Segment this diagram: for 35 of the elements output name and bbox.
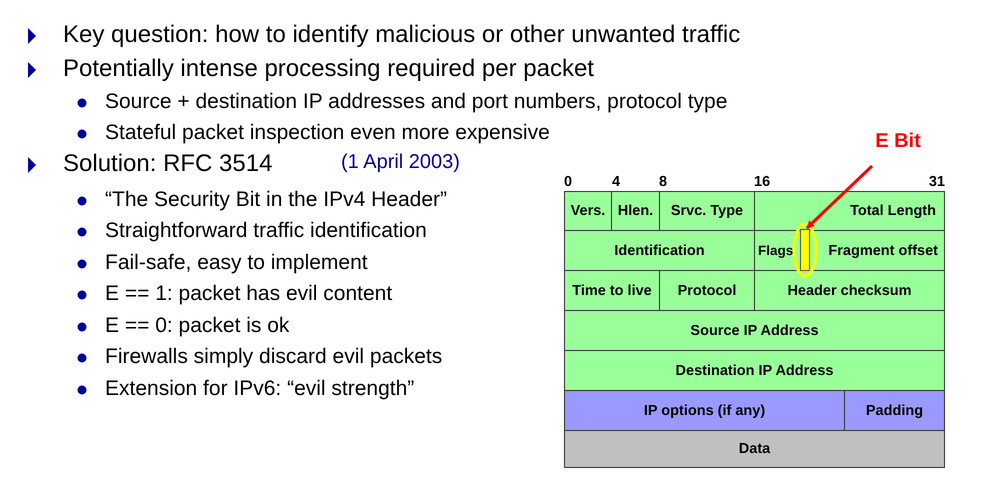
bullet-text: Straightforward traffic identification bbox=[105, 220, 427, 241]
header-field: Vers. bbox=[564, 191, 612, 231]
header-field: Source IP Address bbox=[564, 310, 945, 351]
bullet-text: Extension for IPv6: “evil strength” bbox=[105, 378, 414, 399]
header-field: IP options (if any) bbox=[564, 390, 845, 431]
header-field: Time to live bbox=[564, 270, 660, 311]
bullet-text: Fail-safe, easy to implement bbox=[105, 252, 368, 273]
arrow bbox=[806, 164, 874, 230]
bit-number: 16 bbox=[754, 175, 770, 190]
header-field: Total Length bbox=[754, 191, 945, 231]
header-field: Header checksum bbox=[754, 270, 945, 311]
bit-number: 0 bbox=[564, 175, 572, 190]
bit-number: 4 bbox=[612, 175, 620, 190]
bullet-text: E == 1: packet has evil content bbox=[105, 283, 392, 304]
bullet-text: Stateful packet inspection even more expensive bbox=[105, 122, 550, 143]
header-field: Hlen. bbox=[611, 191, 660, 231]
header-field: Data bbox=[564, 430, 945, 468]
header-field: Protocol bbox=[659, 270, 755, 311]
header-field: Identification bbox=[564, 230, 755, 271]
bullet-text: E == 0: packet is ok bbox=[105, 315, 290, 336]
bullet-text: Potentially intense processing required per packet bbox=[63, 57, 594, 81]
bullet-text: Key question: how to identify malicious or other unwanted traffic bbox=[63, 23, 740, 47]
bullet-text: Solution: RFC 3514 bbox=[63, 152, 272, 176]
bar-marker bbox=[800, 229, 810, 271]
header-field: Padding bbox=[844, 390, 945, 431]
bullet-text: “The Security Bit in the IPv4 Header” bbox=[105, 189, 447, 210]
header-field: Srvc. Type bbox=[659, 191, 755, 231]
bit-number: 8 bbox=[659, 175, 668, 190]
date-note: (1 April 2003) bbox=[341, 152, 460, 172]
callout-label: E Bit bbox=[868, 128, 928, 154]
bullet-text: Source + destination IP addresses and port numbers, protocol type bbox=[105, 91, 728, 112]
header-field: Fragment offset bbox=[809, 230, 945, 271]
header-field: Destination IP Address bbox=[564, 350, 945, 391]
bit-number: 31 bbox=[928, 175, 945, 190]
bullet-text: Firewalls simply discard evil packets bbox=[105, 346, 442, 367]
